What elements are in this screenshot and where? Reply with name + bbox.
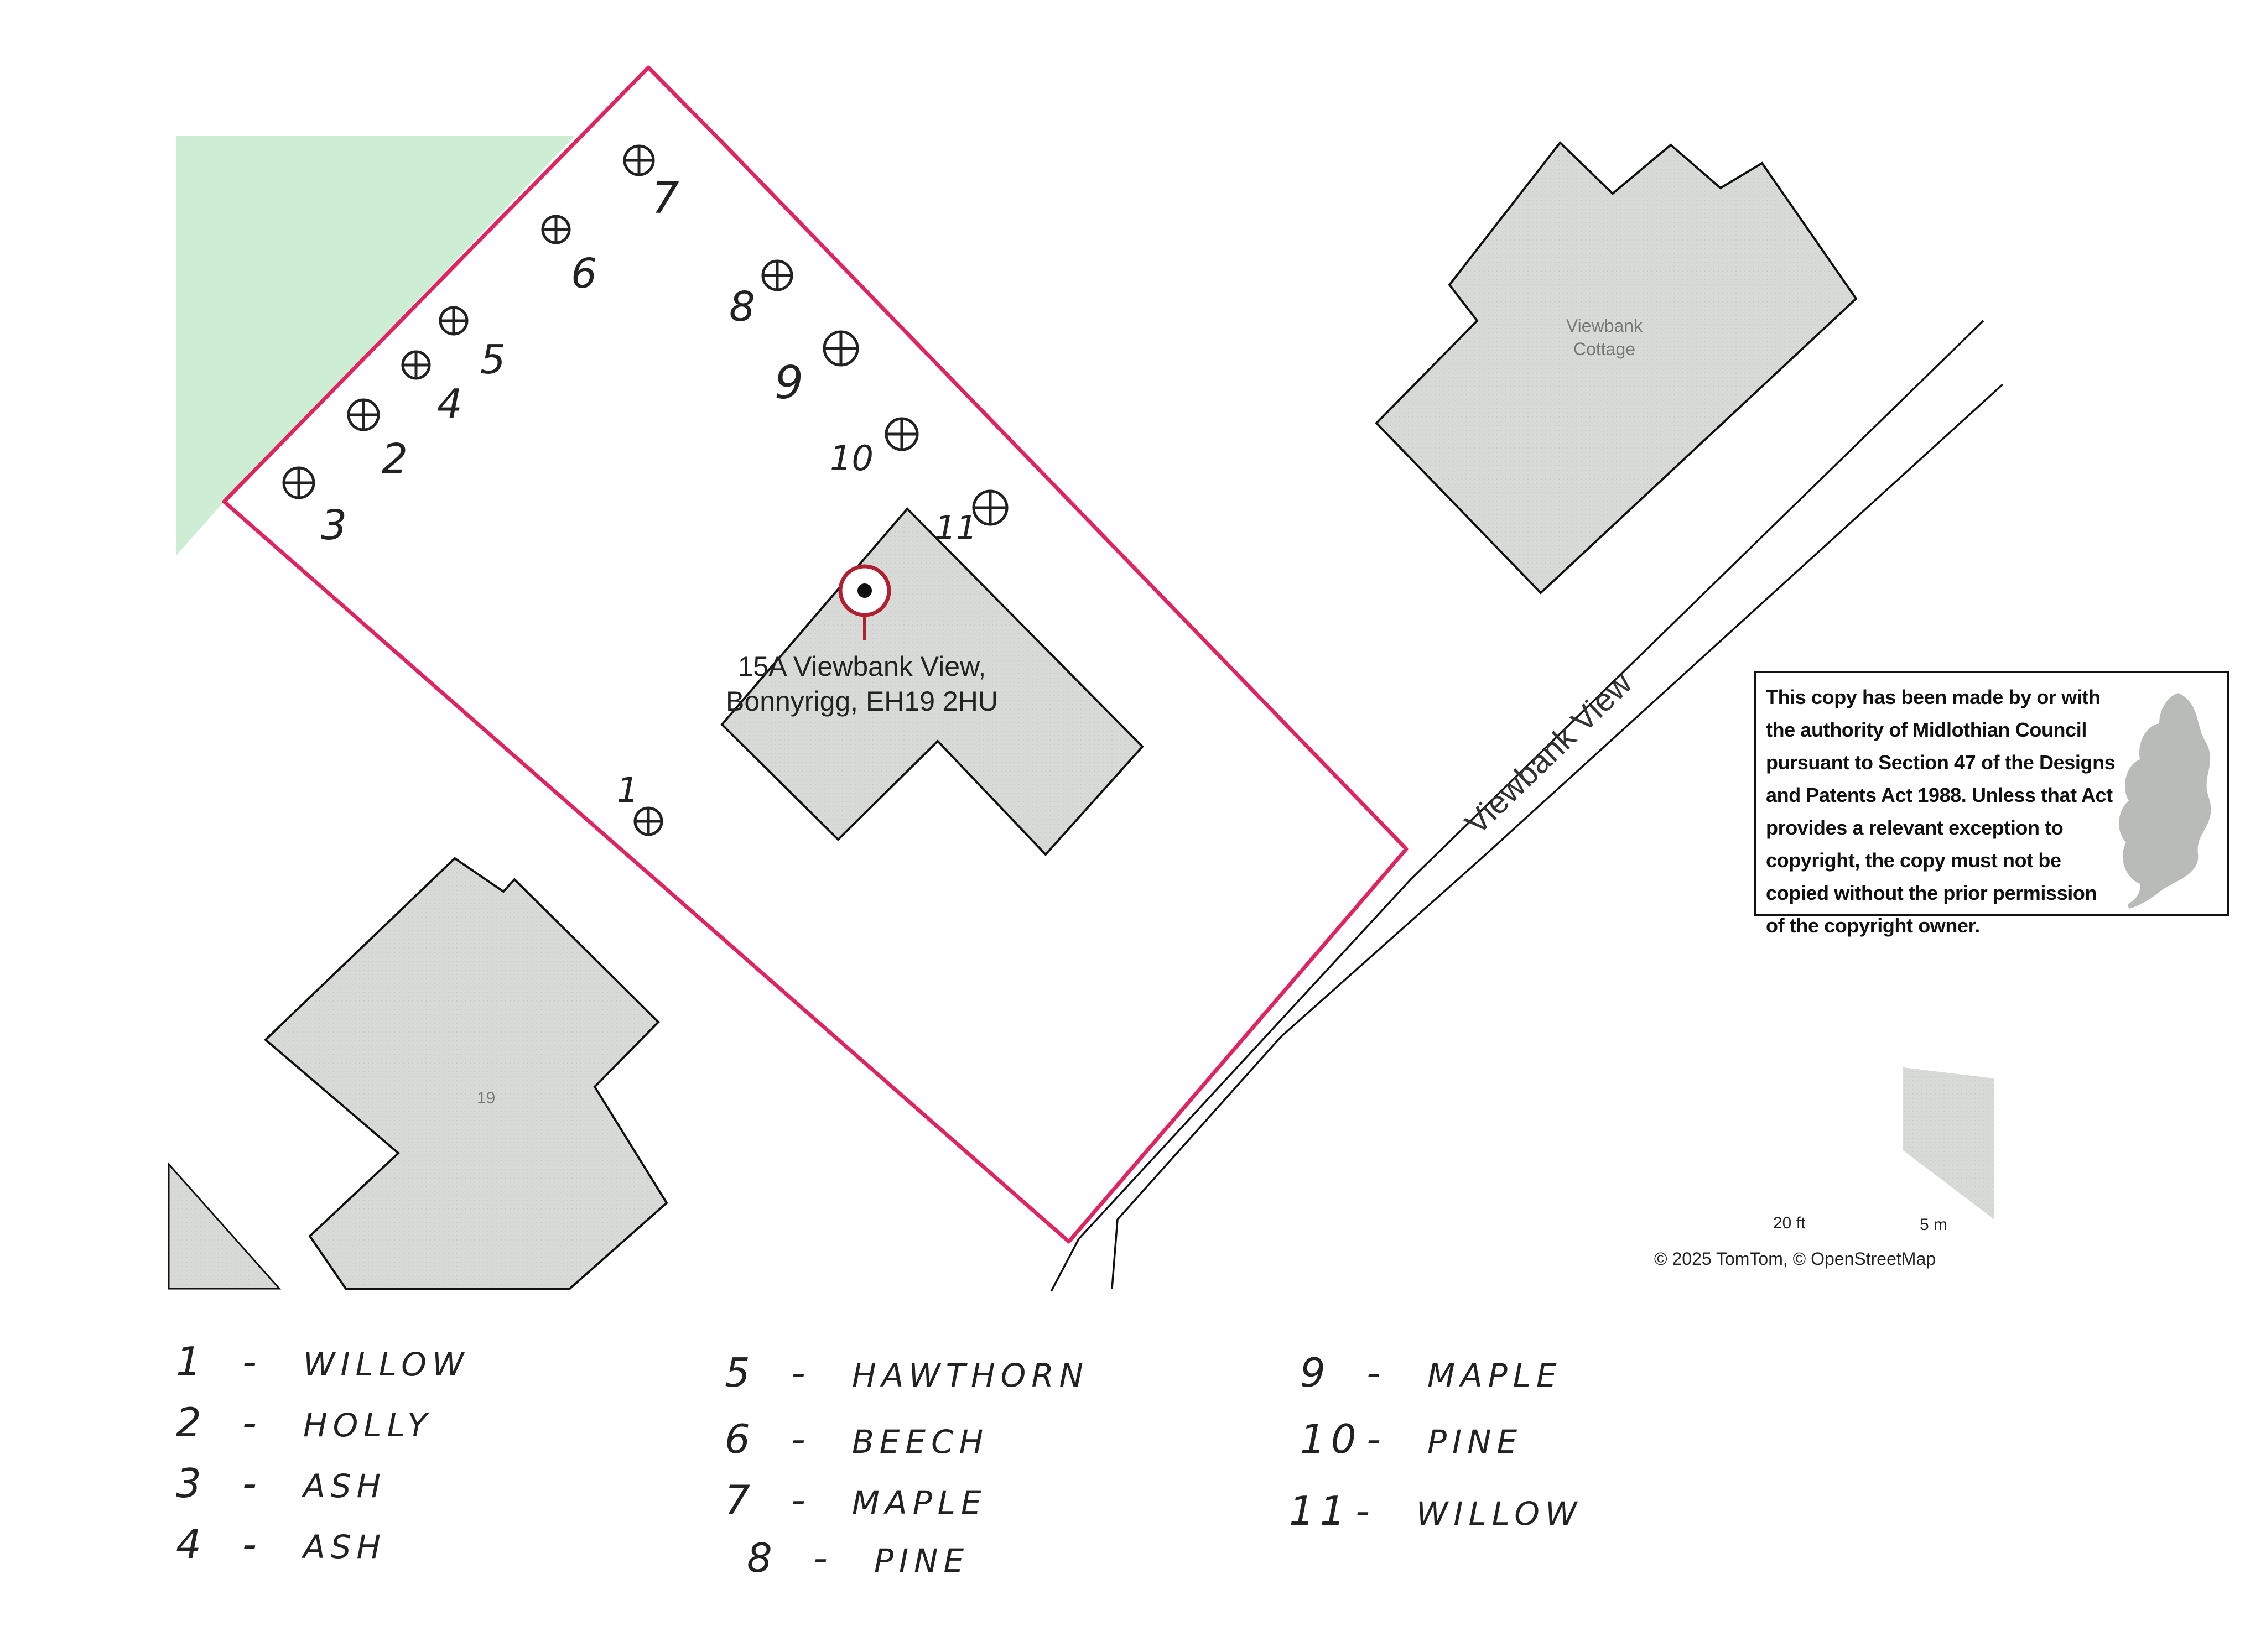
legend-number: 5 — [725, 1349, 756, 1396]
legend-tree: ASH — [303, 1528, 387, 1566]
road-viewbank-view — [1050, 320, 2004, 1292]
legend-tree: HOLLY — [303, 1406, 433, 1444]
tree-marker-8 — [761, 259, 793, 291]
copyright-notice-text: This copy has been made by or with the a… — [1766, 686, 2116, 937]
legend-number: 1 — [176, 1338, 207, 1385]
oak-leaf-icon — [2119, 693, 2211, 909]
tree-marker-7 — [623, 144, 655, 176]
legend-tree: MAPLE — [852, 1484, 987, 1521]
building-partial-right — [1903, 1067, 1994, 1220]
tree-number-11: 11 — [935, 509, 977, 548]
legend-tree: HAWTHORN — [852, 1357, 1089, 1394]
tree-number-2: 2 — [382, 435, 408, 483]
pin-address-line1: 15A Viewbank View, — [738, 651, 986, 682]
legend-number: 2 — [176, 1399, 207, 1446]
tree-number-1: 1 — [617, 770, 638, 810]
legend-item-3: 3-ASH — [176, 1460, 387, 1507]
legend-item-11: 11-WILLOW — [1289, 1488, 1583, 1534]
building-partial-left — [168, 1162, 282, 1290]
tree-number-10: 10 — [830, 438, 874, 478]
legend-tree: WILLOW — [1416, 1495, 1583, 1533]
legend-item-8: 8-PINE — [747, 1535, 970, 1581]
legend-number: 8 — [747, 1535, 778, 1581]
legend-item-4: 4-ASH — [176, 1521, 387, 1567]
tree-marker-11 — [972, 489, 1009, 526]
scale-metres-label: 5 m — [1920, 1216, 1948, 1234]
legend-tree: WILLOW — [303, 1346, 470, 1383]
copyright-notice-box: This copy has been made by or with the a… — [1754, 671, 2229, 937]
tree-number-7: 7 — [652, 174, 679, 223]
pin-dot-icon — [857, 583, 872, 598]
tree-marker-6 — [541, 215, 571, 244]
property-boundary — [222, 65, 1409, 1244]
cottage-label-line2: Cottage — [1573, 339, 1635, 359]
green-park-area — [176, 136, 575, 556]
map-attribution[interactable]: © 2025 TomTom, © OpenStreetMap — [1654, 1249, 1936, 1269]
legend-tree: BEECH — [852, 1423, 989, 1461]
legend-number: 3 — [176, 1460, 207, 1507]
tree-marker-2 — [347, 398, 380, 431]
tree-number-3: 3 — [321, 502, 347, 549]
tree-marker-5 — [439, 306, 469, 336]
legend-number: 9 — [1300, 1349, 1331, 1396]
legend-item-7: 7-MAPLE — [725, 1477, 987, 1523]
legend-number: 7 — [725, 1477, 756, 1523]
legend-item-9: 9-MAPLE — [1300, 1349, 1562, 1396]
legend-number: 10 — [1300, 1416, 1362, 1462]
road-label: Viewbank View — [1458, 665, 1639, 841]
legend-tree: PINE — [1427, 1423, 1523, 1461]
legend-number: 4 — [176, 1521, 207, 1567]
tree-number-4: 4 — [437, 381, 462, 427]
tree-marker-9 — [823, 330, 859, 367]
tree-number-5: 5 — [480, 336, 506, 383]
building-15a — [720, 507, 1144, 856]
building-19 — [264, 857, 668, 1290]
legend-number: 11 — [1289, 1488, 1351, 1534]
tree-marker-3 — [282, 466, 315, 499]
location-pin[interactable] — [838, 564, 891, 640]
tree-number-8: 8 — [729, 283, 755, 331]
legend-tree: PINE — [874, 1542, 970, 1580]
tree-markers — [282, 144, 1009, 836]
legend-item-10: 10-PINE — [1300, 1416, 1523, 1462]
tree-number-6: 6 — [571, 250, 597, 298]
legend-tree: MAPLE — [1427, 1357, 1562, 1394]
tree-marker-1 — [633, 806, 663, 836]
tree-marker-10 — [885, 417, 919, 451]
building-viewbank-cottage — [1375, 141, 1858, 595]
tree-marker-numbers: 7 6 8 9 5 4 2 10 3 11 1 — [321, 174, 977, 810]
tree-number-9: 9 — [775, 357, 803, 409]
pin-address-line2: Bonnyrigg, EH19 2HU — [726, 686, 998, 717]
legend-item-6: 6-BEECH — [725, 1416, 989, 1462]
building-19-label: 19 — [477, 1089, 495, 1107]
cottage-label-line1: Viewbank — [1566, 316, 1643, 336]
legend-tree: ASH — [303, 1467, 387, 1505]
tree-marker-4 — [401, 350, 431, 380]
legend-item-5: 5-HAWTHORN — [725, 1349, 1089, 1396]
legend-item-1: 1-WILLOW — [176, 1338, 470, 1385]
scale-feet-label: 20 ft — [1773, 1214, 1806, 1232]
legend-item-2: 2-HOLLY — [176, 1399, 433, 1446]
legend-number: 6 — [725, 1416, 756, 1462]
